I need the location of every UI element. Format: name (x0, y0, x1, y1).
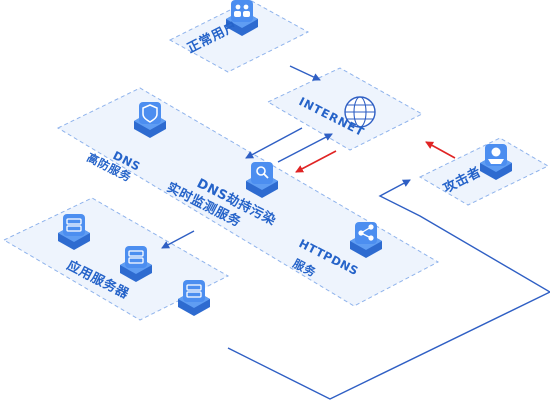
connector-attack-to-dns (295, 150, 337, 173)
globe-icon (344, 96, 376, 128)
share-network-icon (350, 222, 382, 258)
connector-dns-to-internet (277, 133, 333, 163)
hacker-icon (480, 144, 512, 180)
panel-services (56, 87, 440, 307)
shield-icon (134, 102, 166, 138)
monitor-search-icon (246, 162, 278, 198)
users-icon (226, 0, 258, 36)
server-icon (178, 280, 210, 316)
connector-user-to-internet (289, 65, 321, 81)
connector-service-to-app (161, 230, 195, 249)
panel-app-servers (2, 197, 230, 321)
connector-internet-to-dns (245, 127, 303, 159)
server-icon (58, 214, 90, 250)
connector-attack-to-internet (425, 141, 456, 159)
connector-loop (227, 179, 550, 400)
panel-normal-user (168, 0, 310, 73)
server-icon (120, 246, 152, 282)
